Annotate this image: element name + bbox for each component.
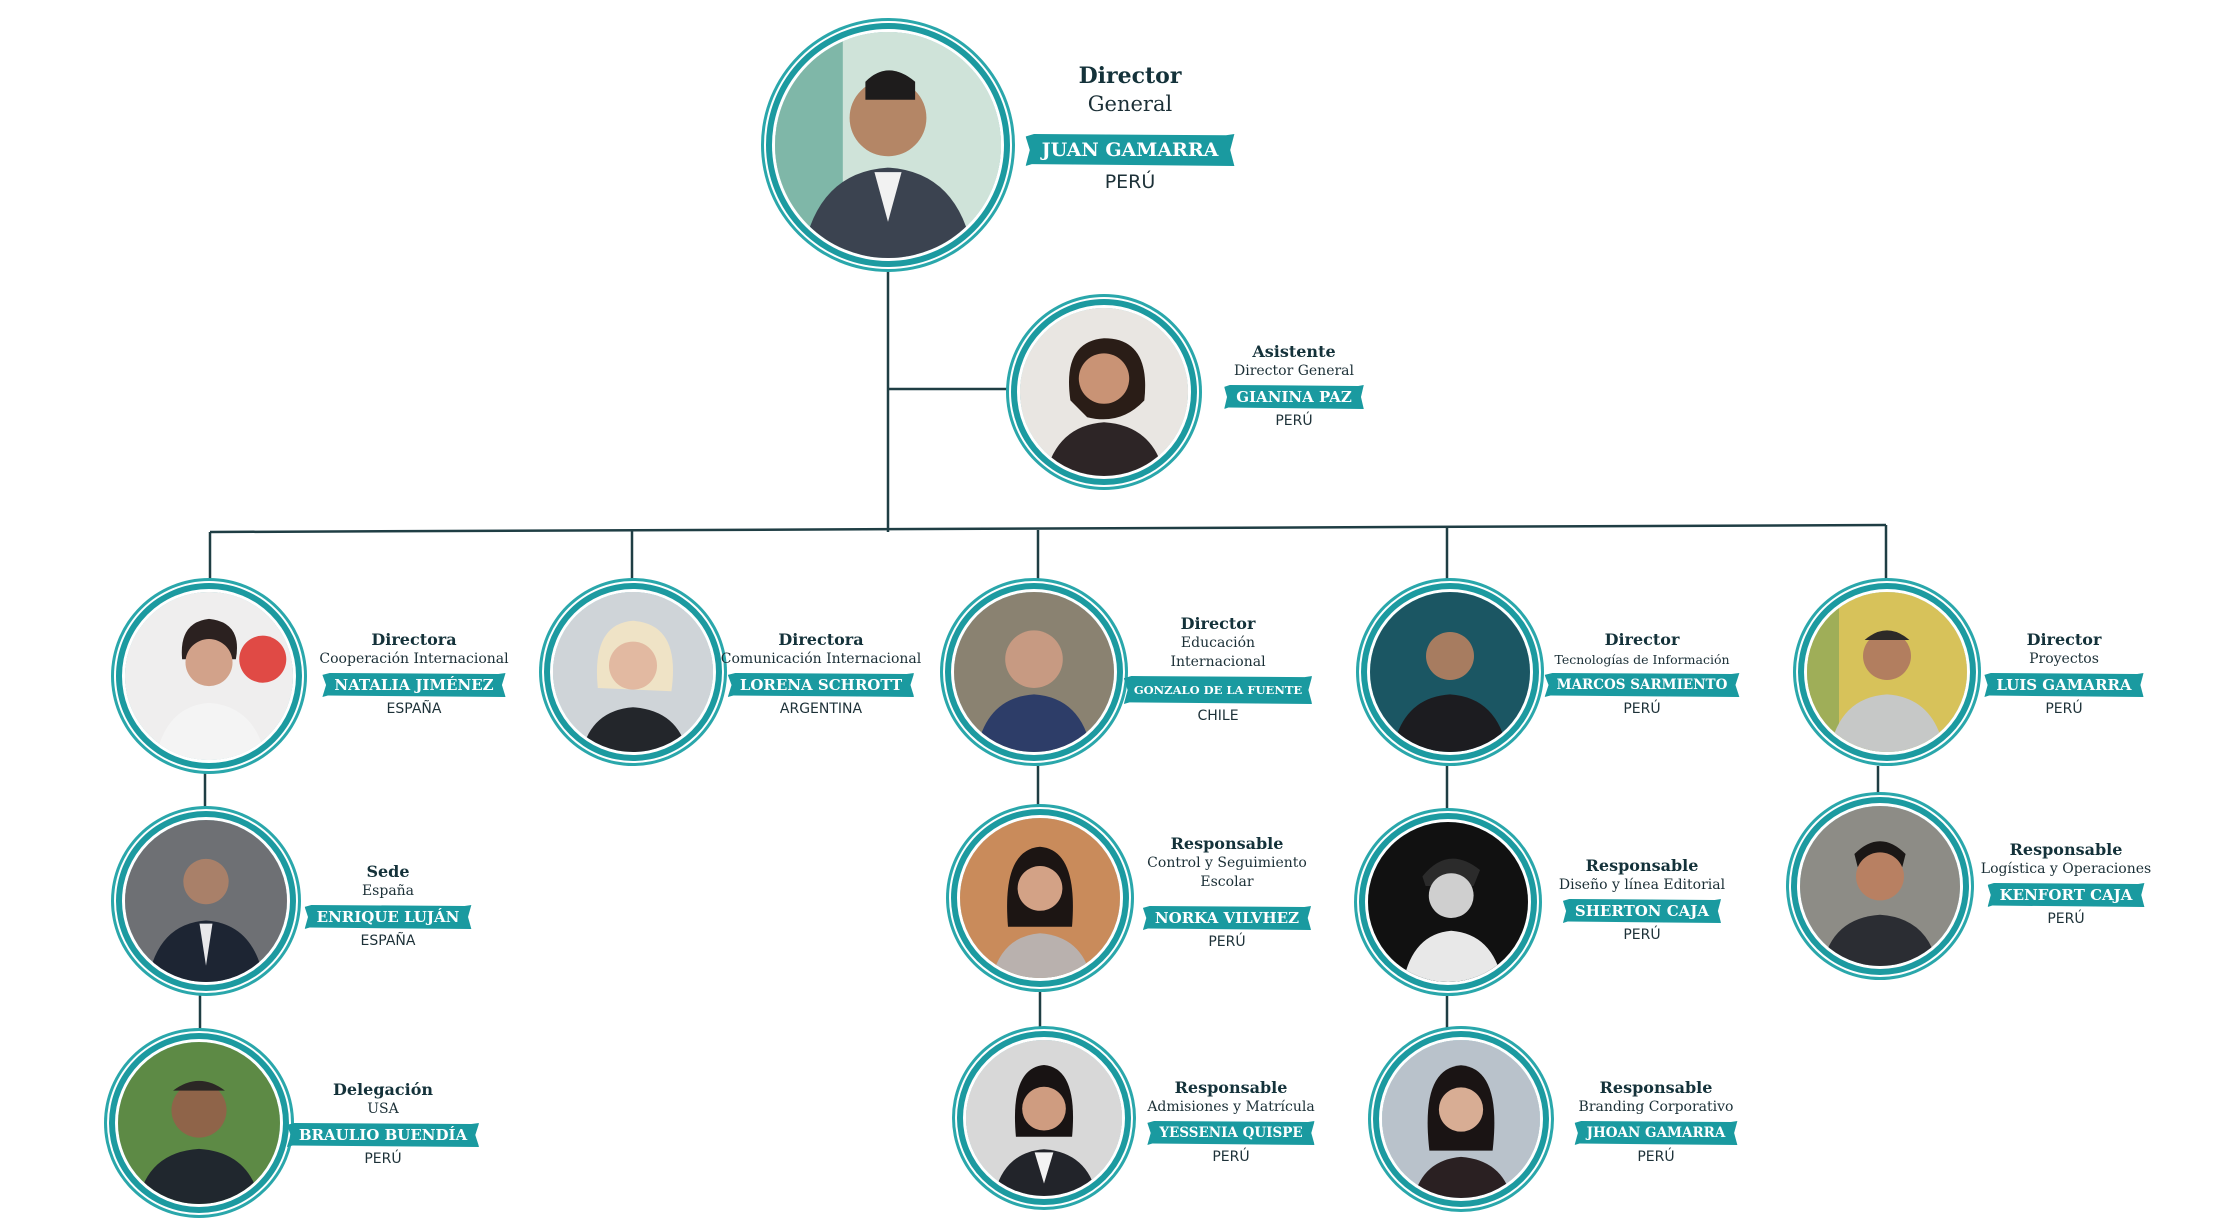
portrait-coop-internacional bbox=[125, 592, 293, 760]
node-area: Tecnologías de Información bbox=[1554, 652, 1730, 667]
node-area: General bbox=[1087, 92, 1173, 116]
node-area: Cooperación Internacional bbox=[319, 651, 509, 667]
node-country: CHILE bbox=[1197, 708, 1239, 724]
portrait-director-general bbox=[775, 32, 1001, 258]
node-role: Directora bbox=[778, 630, 864, 649]
node-role: Asistente bbox=[1252, 342, 1336, 361]
portrait-tecnologias bbox=[1370, 592, 1530, 752]
node-country: PERÚ bbox=[1637, 1149, 1675, 1165]
portrait-delegacion bbox=[118, 1042, 280, 1204]
node-area: Control y Seguimiento bbox=[1147, 855, 1307, 871]
node-country: ARGENTINA bbox=[779, 701, 863, 717]
person-photo-icon bbox=[553, 592, 713, 752]
node-country: PERÚ bbox=[1104, 171, 1156, 193]
person-photo-icon bbox=[775, 32, 1001, 258]
node-country: PERÚ bbox=[364, 1151, 402, 1167]
node-role: Directora bbox=[371, 630, 457, 649]
person-photo-icon bbox=[1800, 806, 1960, 966]
node-name-badge: JHOAN GAMARRA bbox=[1574, 1121, 1738, 1145]
portrait-edu-internacional bbox=[954, 592, 1114, 752]
node-name-badge: JUAN GAMARRA bbox=[1025, 134, 1235, 166]
node-role: Responsable bbox=[1170, 834, 1284, 853]
node-name-badge: YESSENIA QUISPE bbox=[1147, 1121, 1315, 1145]
node-name-badge: BRAULIO BUENDÍA bbox=[286, 1123, 480, 1147]
portrait-diseno bbox=[1368, 822, 1528, 982]
node-name-badge: KENFORT CAJA bbox=[1987, 883, 2145, 907]
node-area: Admisiones y Matrícula bbox=[1147, 1099, 1315, 1115]
node-area: Logística y Operaciones bbox=[1980, 861, 2152, 877]
person-photo-icon bbox=[960, 818, 1120, 978]
person-photo-icon bbox=[1370, 592, 1530, 752]
node-area: Branding Corporativo bbox=[1578, 1099, 1734, 1115]
node-name-badge: NORKA VILVHEZ bbox=[1142, 906, 1312, 930]
node-country: PERÚ bbox=[2047, 911, 2085, 927]
node-role: Director bbox=[1078, 63, 1182, 89]
node-role: Director bbox=[2026, 630, 2102, 649]
node-name-badge: NATALIA JIMÉNEZ bbox=[322, 673, 506, 697]
node-name-badge: SHERTON CAJA bbox=[1562, 899, 1722, 923]
person-photo-icon bbox=[954, 592, 1114, 752]
node-role: Delegación bbox=[333, 1080, 433, 1099]
node-role: Sede bbox=[366, 862, 410, 881]
portrait-proyectos bbox=[1807, 592, 1967, 752]
node-country: PERÚ bbox=[1623, 701, 1661, 717]
person-photo-icon bbox=[125, 820, 287, 982]
person-photo-icon bbox=[1807, 592, 1967, 752]
node-name-badge: GONZALO DE LA FUENTE bbox=[1123, 676, 1313, 704]
node-area: USA bbox=[367, 1101, 399, 1117]
person-photo-icon bbox=[118, 1042, 280, 1204]
node-role: Responsable bbox=[1599, 1078, 1713, 1097]
node-country: ESPAÑA bbox=[360, 933, 416, 949]
person-photo-icon bbox=[1368, 822, 1528, 982]
portrait-branding bbox=[1382, 1040, 1540, 1198]
node-role: Responsable bbox=[2009, 840, 2123, 859]
person-photo-icon bbox=[1020, 308, 1188, 476]
node-country: PERÚ bbox=[1208, 934, 1246, 950]
node-country: PERÚ bbox=[1212, 1149, 1250, 1165]
node-role: Director bbox=[1180, 614, 1256, 633]
node-country: PERÚ bbox=[1623, 927, 1661, 943]
node-area: Comunicación Internacional bbox=[720, 651, 922, 667]
node-area: Director General bbox=[1233, 363, 1355, 379]
node-role: Director bbox=[1604, 630, 1680, 649]
person-photo-icon bbox=[1382, 1040, 1540, 1198]
node-country: ESPAÑA bbox=[386, 701, 442, 717]
node-area-line-2: Internacional bbox=[1170, 654, 1266, 670]
portrait-logistica bbox=[1800, 806, 1960, 966]
node-name-badge: GIANINA PAZ bbox=[1224, 385, 1364, 409]
node-area: Diseño y línea Editorial bbox=[1558, 877, 1726, 893]
portrait-admisiones bbox=[966, 1040, 1122, 1196]
portrait-sede bbox=[125, 820, 287, 982]
portrait-asistente bbox=[1020, 308, 1188, 476]
node-role: Responsable bbox=[1174, 1078, 1288, 1097]
person-photo-icon bbox=[125, 592, 293, 760]
portrait-control-escolar bbox=[960, 818, 1120, 978]
node-area: España bbox=[361, 883, 415, 899]
node-area: Proyectos bbox=[2029, 651, 2099, 667]
node-country: PERÚ bbox=[1275, 413, 1313, 429]
node-name-badge: ENRIQUE LUJÁN bbox=[304, 905, 472, 929]
person-photo-icon bbox=[966, 1040, 1122, 1196]
node-name-badge: LUIS GAMARRA bbox=[1984, 673, 2144, 697]
node-name-badge: MARCOS SARMIENTO bbox=[1544, 673, 1740, 697]
node-area: Educación bbox=[1180, 635, 1256, 651]
node-role: Responsable bbox=[1585, 856, 1699, 875]
portrait-com-internacional bbox=[553, 592, 713, 752]
node-country: PERÚ bbox=[2045, 701, 2083, 717]
node-name-badge: LORENA SCHROTT bbox=[727, 673, 915, 697]
node-area-line-2: Escolar bbox=[1200, 874, 1254, 890]
